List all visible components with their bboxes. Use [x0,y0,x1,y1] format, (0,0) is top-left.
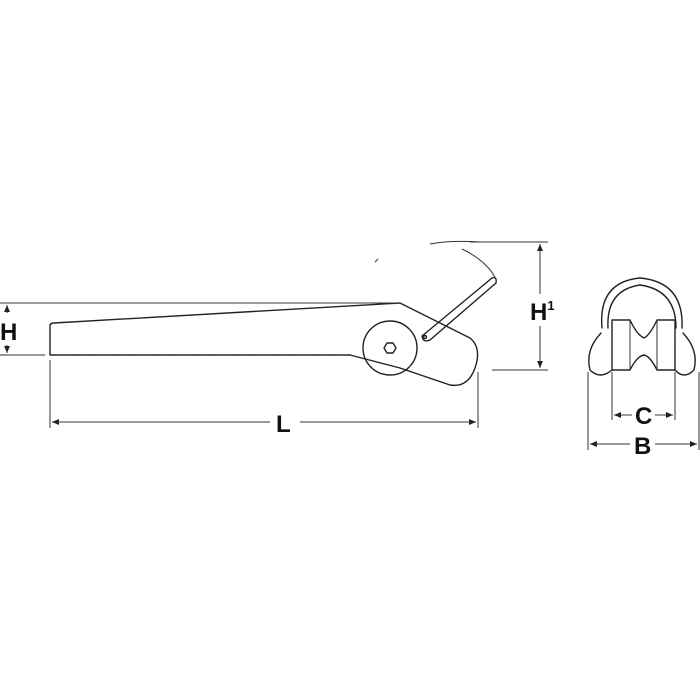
dimension-h1: H1 [470,241,555,371]
side-view [49,240,497,387]
front-view [588,277,696,376]
dimension-b-label: B [634,433,651,460]
dimension-c-label: C [635,403,652,430]
right-cheek [674,332,696,376]
roller-body-outline [49,302,479,387]
dimension-b: B [587,372,700,460]
roller-wheel [362,320,418,376]
dimension-l: L [49,360,479,438]
dimension-h: H [0,302,400,356]
dimension-c: C [611,372,676,430]
hex-nut-icon [383,342,397,354]
latch-arm [421,276,497,342]
dimension-l-label: L [276,411,291,438]
dimension-h-label: H [0,319,17,346]
guard-hoop [600,277,683,329]
spool-roller [611,319,676,371]
left-cheek [588,332,613,376]
dimension-h1-label: H1 [530,298,555,326]
